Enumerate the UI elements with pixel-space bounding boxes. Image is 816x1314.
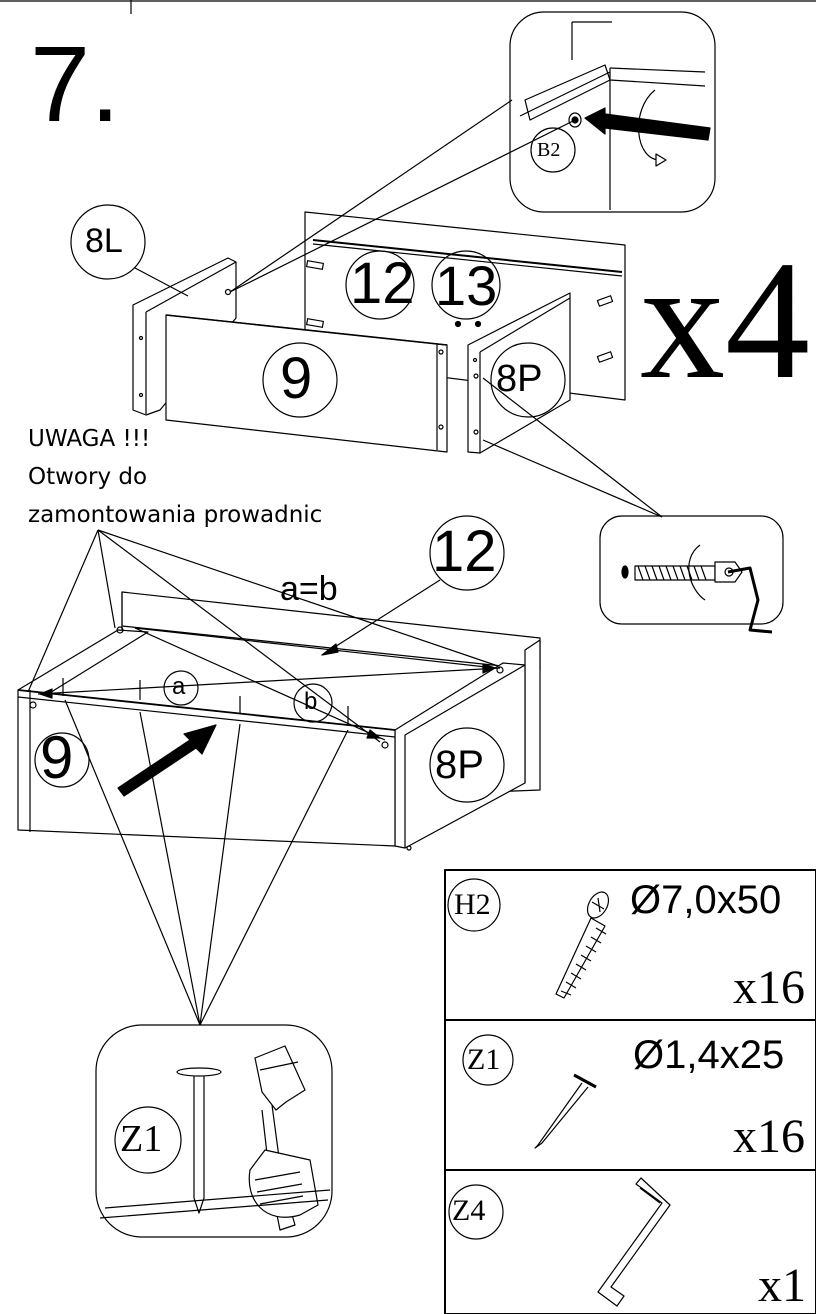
allen-key-icon <box>597 1177 671 1307</box>
warning-line-1: Otwory do <box>28 464 148 490</box>
hardware-table <box>444 869 816 1314</box>
dim-b-circle <box>293 683 333 723</box>
label-9-lower: 9 <box>40 724 74 791</box>
warning-pointers <box>27 529 499 743</box>
part-9-lower-circle <box>34 732 90 788</box>
warning-line-2: zamontowania prowadnic <box>28 502 323 528</box>
assembled-drawer <box>17 579 541 851</box>
dimension-equal-label: a=b <box>280 570 338 608</box>
part-8P-lower-circle <box>429 727 505 803</box>
screw-h2-icon <box>555 891 610 999</box>
nail-hammer-detail <box>95 1024 333 1238</box>
hardware-qty-h2: x16 <box>733 961 805 1014</box>
cam-bolt-code: B2 <box>537 139 561 161</box>
dim-a-circle <box>163 670 199 706</box>
part-12-circle <box>345 250 415 320</box>
code-z1-bubble-circle <box>114 1106 182 1174</box>
code-z1-circle <box>462 1034 514 1086</box>
hardware-qty-z1: x16 <box>733 1110 805 1163</box>
label-8P: 8P <box>496 358 543 400</box>
hardware-qty-z4: x1 <box>758 1259 806 1312</box>
hardware-size-z1: Ø1,4x25 <box>633 1033 785 1077</box>
dim-a-label: a <box>172 673 186 700</box>
code-h2-circle <box>447 878 501 932</box>
warning-title: UWAGA !!! <box>28 426 151 452</box>
label-12-lower: 12 <box>432 519 497 584</box>
front-panel-9 <box>165 314 448 453</box>
dim-b-label: b <box>304 688 318 715</box>
quantity-multiplier: x4 <box>640 226 810 414</box>
nail-z1-icon <box>534 1073 597 1149</box>
screw-detail-bubble <box>599 515 784 634</box>
part-8L-circle <box>70 204 146 280</box>
nail-bubble-code: Z1 <box>120 1118 163 1160</box>
label-13: 13 <box>435 254 498 317</box>
part-9-circle <box>262 342 338 418</box>
part-12-lower-circle <box>429 515 505 591</box>
nail-pointers <box>64 699 349 1026</box>
step-number: 7. <box>30 23 121 144</box>
hardware-code-h2: H2 <box>454 888 491 921</box>
label-8P-lower: 8P <box>435 743 484 787</box>
part-8P-circle <box>490 342 566 418</box>
hardware-code-z4: Z4 <box>452 1194 486 1227</box>
hardware-size-h2: Ø7,0x50 <box>630 878 782 922</box>
cam-bolt-detail <box>509 11 716 213</box>
label-12: 12 <box>350 251 415 316</box>
code-z4-circle <box>448 1184 504 1240</box>
part-13-circle <box>431 250 501 320</box>
hardware-code-z1: Z1 <box>467 1043 501 1076</box>
label-8L: 8L <box>85 222 123 260</box>
label-9: 9 <box>280 346 313 411</box>
